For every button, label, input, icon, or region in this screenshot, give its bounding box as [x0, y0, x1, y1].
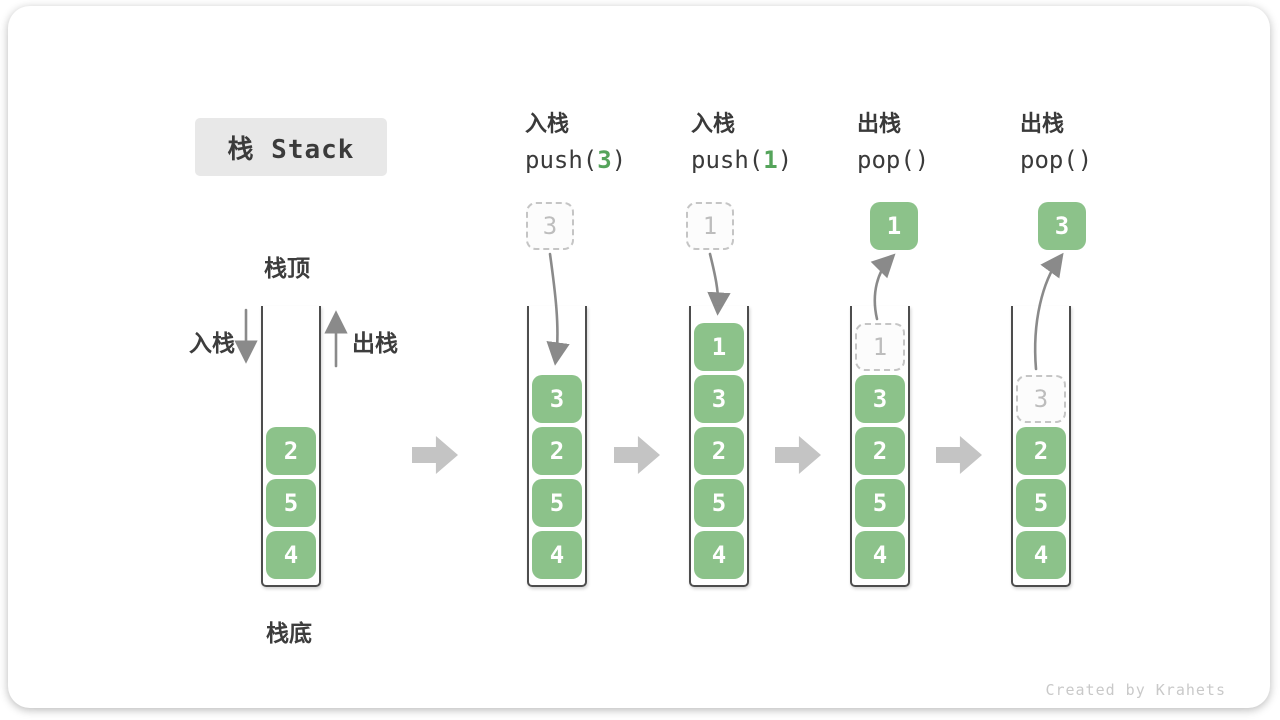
- code-pre: push(: [525, 146, 598, 174]
- pop-direction-arrow-icon: [324, 310, 348, 368]
- stack-cell: 2: [855, 427, 905, 475]
- operation-header-pop-1: 出栈 pop(): [857, 110, 929, 177]
- push-direction-arrow-icon: [234, 308, 258, 364]
- code-post: ): [1077, 146, 1093, 174]
- stack-top-label: 栈顶: [264, 256, 310, 282]
- code-post: ): [611, 146, 627, 174]
- stack-cell: 5: [266, 479, 316, 527]
- incoming-element-box: 1: [686, 202, 734, 250]
- stack-cell: 4: [1016, 531, 1066, 579]
- credit-text: Created by Krahets: [1045, 681, 1226, 699]
- stack-container-push-1: 1 3 2 5 4: [689, 306, 749, 587]
- operation-code: pop(): [857, 143, 929, 177]
- incoming-element-box: 3: [526, 202, 574, 250]
- page-title: 栈 Stack: [195, 118, 387, 176]
- pop-path-arrow-icon: [1033, 252, 1064, 371]
- stack-cell: 4: [855, 531, 905, 579]
- code-arg: 1: [763, 146, 778, 174]
- operation-code: push(3): [525, 143, 626, 177]
- pop-path-arrow-icon: [870, 253, 896, 321]
- code-arg: 3: [597, 146, 612, 174]
- operation-header-push-3: 入栈 push(3): [525, 110, 626, 177]
- stack-container-push-3: 3 2 5 4: [527, 306, 587, 587]
- stack-cell: 4: [266, 531, 316, 579]
- stack-cell: 5: [855, 479, 905, 527]
- stack-cell: 2: [1016, 427, 1066, 475]
- push-path-arrow-icon: [707, 252, 731, 316]
- stack-container-initial: 2 5 4: [261, 306, 321, 587]
- push-path-arrow-icon: [546, 252, 570, 366]
- operation-header-pop-3: 出栈 pop(): [1020, 110, 1092, 177]
- operation-code: push(1): [691, 143, 792, 177]
- stack-cell: 1: [855, 323, 905, 371]
- stack-cell: 3: [532, 375, 582, 423]
- code-pre: pop(: [1020, 146, 1078, 174]
- diagram-card: 栈 Stack 栈顶 入栈 出栈 2 5 4 栈底 入栈 push(3) 3: [8, 6, 1270, 708]
- stack-cell: 3: [1016, 375, 1066, 423]
- code-post: ): [777, 146, 793, 174]
- code-pre: pop(: [857, 146, 915, 174]
- stack-cell: 2: [694, 427, 744, 475]
- operation-name: 入栈: [691, 112, 736, 137]
- stack-cell: 5: [532, 479, 582, 527]
- transition-arrow-icon: [614, 436, 660, 474]
- stack-cell: 3: [855, 375, 905, 423]
- code-pre: push(: [691, 146, 764, 174]
- push-direction-label: 入栈: [189, 331, 235, 357]
- transition-arrow-icon: [775, 436, 821, 474]
- operation-name: 出栈: [857, 112, 902, 137]
- operation-code: pop(): [1020, 143, 1092, 177]
- code-post: ): [914, 146, 930, 174]
- stack-cell: 5: [694, 479, 744, 527]
- stack-cell: 2: [532, 427, 582, 475]
- stack-cell: 5: [1016, 479, 1066, 527]
- popped-element-box: 3: [1038, 202, 1086, 250]
- operation-name: 出栈: [1020, 112, 1065, 137]
- operation-header-push-1: 入栈 push(1): [691, 110, 792, 177]
- operation-name: 入栈: [525, 112, 570, 137]
- transition-arrow-icon: [936, 436, 982, 474]
- stack-cell: 4: [694, 531, 744, 579]
- stack-container-pop-3: 3 2 5 4: [1011, 306, 1071, 587]
- stack-cell: 3: [694, 375, 744, 423]
- pop-direction-label: 出栈: [352, 331, 398, 357]
- stack-cell: 2: [266, 427, 316, 475]
- stack-bottom-label: 栈底: [266, 621, 312, 647]
- transition-arrow-icon: [412, 436, 458, 474]
- stack-container-pop-1: 1 3 2 5 4: [850, 306, 910, 587]
- popped-element-box: 1: [870, 202, 918, 250]
- stack-cell: 4: [532, 531, 582, 579]
- stack-cell: 1: [694, 323, 744, 371]
